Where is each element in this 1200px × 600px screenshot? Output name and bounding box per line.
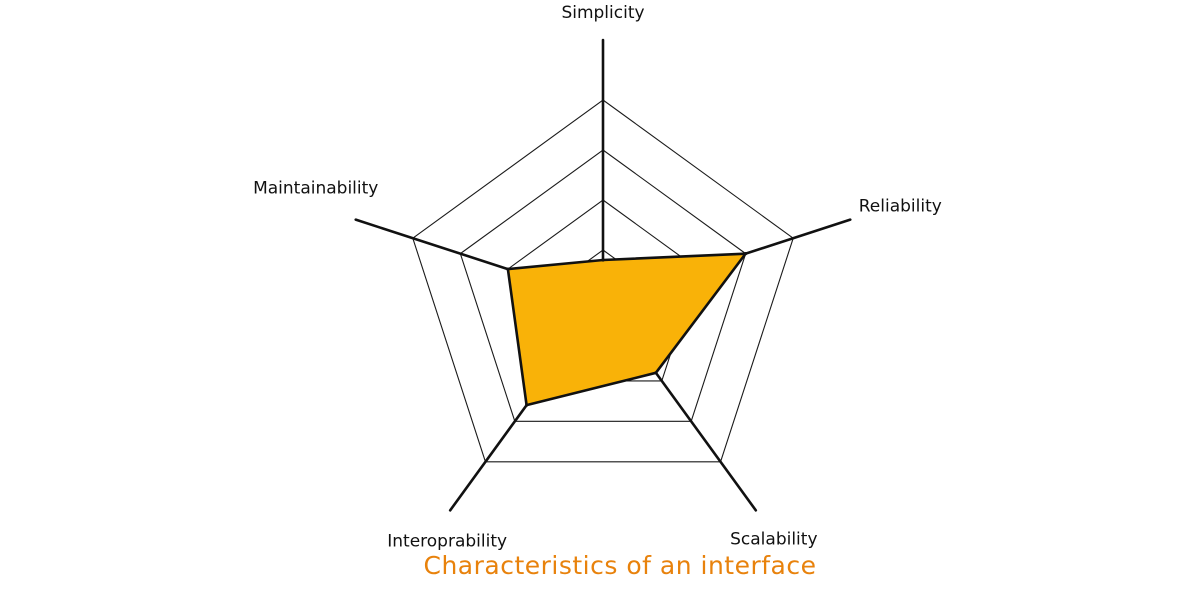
chart-title: Characteristics of an interface	[423, 551, 816, 580]
data-point-maintainability	[506, 267, 510, 271]
axis-label-reliability: Reliability	[859, 197, 942, 217]
axis-label-simplicity: Simplicity	[561, 3, 644, 23]
data-point-simplicity	[601, 258, 605, 262]
grid-ring-3	[459, 149, 747, 422]
data-point-scalability	[654, 371, 658, 375]
data-point-reliability	[744, 252, 748, 256]
radar-data	[506, 252, 748, 407]
axis-label-scalability: Scalability	[730, 529, 817, 549]
axis-label-maintainability: Maintainability	[253, 179, 378, 199]
series-area-0	[506, 252, 747, 407]
axis-label-interoprability: Interoprability	[387, 531, 507, 551]
data-point-interoprability	[524, 403, 529, 407]
grid-ring-4	[412, 99, 794, 463]
